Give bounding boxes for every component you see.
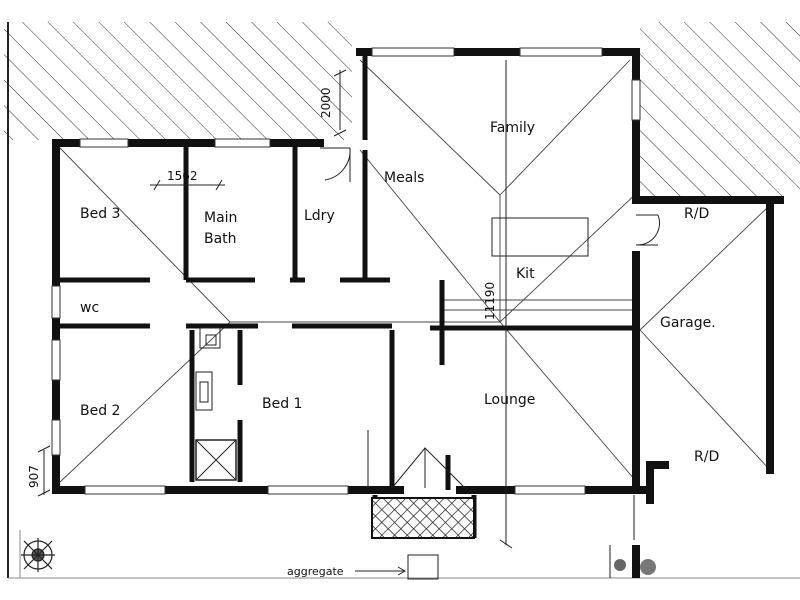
note-aggregate: aggregate — [287, 565, 344, 578]
shrub-icon — [614, 559, 656, 575]
room-label-meals: Meals — [384, 170, 424, 186]
room-label-main-bath-line2: Bath — [204, 231, 237, 247]
dimension-1562: 1562 — [167, 169, 198, 183]
fence-post — [632, 545, 640, 578]
room-label-wc: wc — [80, 300, 99, 316]
room-label-kit: Kit — [516, 266, 535, 282]
room-label-ldry: Ldry — [304, 208, 335, 224]
hatched-yard — [4, 22, 800, 197]
room-label-family: Family — [490, 120, 535, 136]
room-label-bed1: Bed 1 — [262, 396, 302, 412]
room-label-lounge: Lounge — [484, 392, 535, 408]
room-label-garage: Garage. — [660, 315, 716, 331]
dimension-lines — [37, 60, 635, 549]
room-label-main-bath-line1: Main — [204, 210, 237, 226]
entry-porch — [391, 447, 466, 489]
windows — [51, 47, 641, 495]
room-label-bed2: Bed 2 — [80, 403, 120, 419]
room-label-rd-bottom: R/D — [694, 449, 719, 465]
room-label-rd-top: R/D — [684, 206, 709, 222]
room-label-bed3: Bed 3 — [80, 206, 120, 222]
dimension-907: 907 — [27, 465, 41, 488]
porch-tiles — [371, 497, 475, 539]
shrub-icon — [21, 538, 55, 572]
ensuite-fixtures — [195, 327, 237, 481]
dimension-2000: 2000 — [319, 87, 333, 118]
aggregate-path — [355, 545, 611, 580]
dimension-11190: 11190 — [483, 282, 497, 320]
kitchen-bench — [491, 217, 589, 257]
door-swings — [320, 147, 661, 246]
